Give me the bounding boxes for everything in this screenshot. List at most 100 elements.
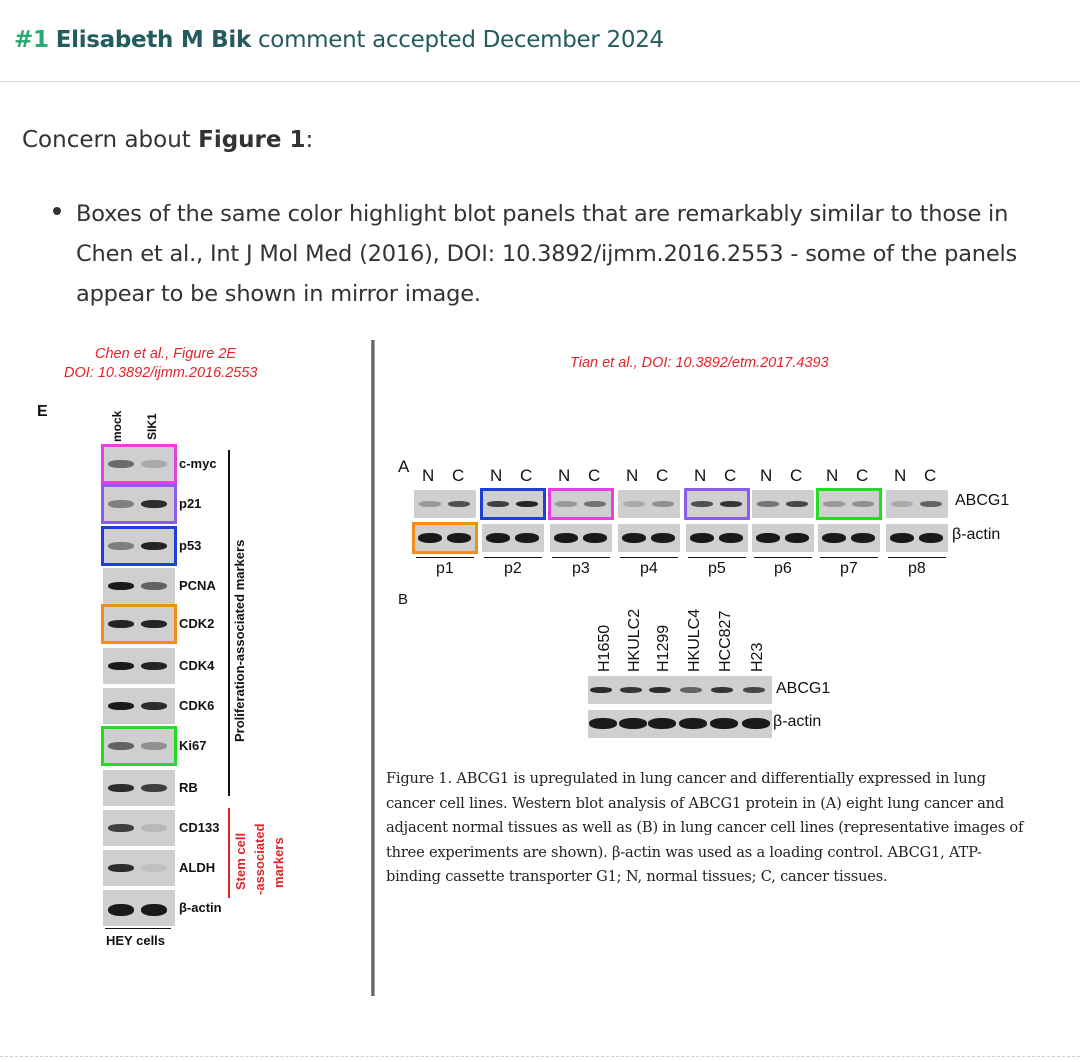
blot-band bbox=[584, 501, 606, 507]
nc-label: C bbox=[856, 466, 869, 485]
nc-label: C bbox=[790, 466, 803, 485]
nc-label: C bbox=[520, 466, 533, 485]
left-source-doi: DOI: 10.3892/ijmm.2016.2553 bbox=[64, 365, 258, 381]
left-highlight-box bbox=[101, 604, 177, 644]
b-label-actin: β-actin bbox=[773, 713, 822, 730]
blot-band bbox=[620, 687, 642, 693]
blot-band bbox=[141, 500, 167, 508]
concern-figure: Figure 1 bbox=[198, 127, 306, 153]
blot-band bbox=[690, 533, 714, 543]
group-bar-proliferation bbox=[228, 450, 230, 796]
blot-band bbox=[649, 687, 671, 693]
blot-band bbox=[920, 501, 942, 507]
blot-band bbox=[141, 662, 167, 670]
concern-suffix: : bbox=[305, 127, 314, 153]
blot-band bbox=[679, 718, 707, 729]
b-label-abcg1: ABCG1 bbox=[776, 680, 831, 697]
blot-band bbox=[141, 784, 167, 792]
blot-band bbox=[141, 582, 167, 590]
nc-label: C bbox=[724, 466, 737, 485]
patient-label: p4 bbox=[640, 560, 658, 577]
blot-band bbox=[141, 620, 167, 628]
nc-label: N bbox=[490, 466, 503, 485]
blot-band bbox=[622, 533, 646, 543]
blot-band bbox=[743, 687, 765, 693]
figure-caption: Figure 1. ABCG1 is upregulated in lung c… bbox=[386, 770, 1024, 885]
blot-band bbox=[583, 533, 607, 543]
blot-band bbox=[623, 501, 645, 507]
comment-header: #1 Elisabeth M Bik comment accepted Dece… bbox=[0, 0, 1080, 82]
left-source-title: Chen et al., Figure 2E bbox=[95, 346, 237, 362]
blot-band bbox=[448, 501, 470, 507]
nc-label: N bbox=[626, 466, 639, 485]
blot-band bbox=[141, 460, 167, 468]
nc-label: N bbox=[558, 466, 571, 485]
blot-band bbox=[554, 533, 578, 543]
left-row-label: CDK6 bbox=[179, 698, 215, 713]
group-bar-stem bbox=[228, 808, 230, 898]
blot-band bbox=[108, 742, 134, 750]
panel-b-letter: B bbox=[398, 591, 409, 608]
group-label-stem-1: Stem cell bbox=[233, 832, 248, 890]
bottom-divider bbox=[0, 1056, 1080, 1057]
cell-line-label: H23 bbox=[749, 642, 766, 672]
blot-band bbox=[589, 718, 617, 729]
left-row-label: p53 bbox=[179, 538, 202, 553]
patient-label: p8 bbox=[908, 560, 926, 577]
blot-band bbox=[652, 501, 674, 507]
concern-prefix: Concern about bbox=[22, 127, 199, 153]
blot-band bbox=[651, 533, 675, 543]
a-highlight-box bbox=[684, 488, 750, 520]
patient-rule bbox=[754, 557, 812, 558]
comment-author[interactable]: Elisabeth M Bik bbox=[55, 27, 252, 53]
blot-band bbox=[515, 533, 539, 543]
blot-band bbox=[719, 533, 743, 543]
blot-band bbox=[108, 904, 134, 916]
blot-band bbox=[919, 533, 943, 543]
patient-label: p6 bbox=[774, 560, 792, 577]
blot-band bbox=[757, 501, 779, 507]
blot-band bbox=[890, 533, 914, 543]
blot-band bbox=[720, 501, 742, 507]
blot-band bbox=[108, 702, 134, 710]
blot-band bbox=[141, 702, 167, 710]
blot-band bbox=[108, 662, 134, 670]
blot-band bbox=[486, 533, 510, 543]
a-label-abcg1: ABCG1 bbox=[955, 492, 1010, 509]
nc-label: N bbox=[760, 466, 773, 485]
comment-number[interactable]: #1 bbox=[14, 27, 49, 53]
blot-band bbox=[891, 501, 913, 507]
patient-label: p7 bbox=[840, 560, 858, 577]
blot-band bbox=[786, 501, 808, 507]
blot-band bbox=[447, 533, 471, 543]
patient-label: p3 bbox=[572, 560, 590, 577]
blot-band bbox=[141, 864, 167, 872]
blot-band bbox=[108, 824, 134, 832]
left-row-label: CDK2 bbox=[179, 616, 215, 631]
nc-label: C bbox=[656, 466, 669, 485]
left-highlight-box bbox=[101, 444, 177, 484]
left-row-label: Ki67 bbox=[179, 738, 207, 753]
cell-line-label: HKULC4 bbox=[686, 608, 703, 672]
blot-band bbox=[785, 533, 809, 543]
nc-label: C bbox=[924, 466, 937, 485]
nc-label: N bbox=[694, 466, 707, 485]
left-row-label: CDK4 bbox=[179, 658, 215, 673]
bullet-text: Boxes of the same color highlight blot p… bbox=[76, 201, 1018, 307]
blot-band bbox=[516, 501, 538, 507]
left-row-label: CD133 bbox=[179, 820, 220, 835]
left-panel-letter: E bbox=[37, 403, 48, 420]
blot-band bbox=[108, 582, 134, 590]
cell-line-label: H1299 bbox=[655, 624, 672, 672]
left-highlight-box bbox=[101, 526, 177, 566]
a-highlight-box bbox=[480, 488, 546, 520]
blot-band bbox=[648, 718, 676, 729]
blot-band bbox=[141, 904, 167, 916]
blot-band bbox=[141, 542, 167, 550]
left-row-label: p21 bbox=[179, 496, 202, 511]
blot-band bbox=[108, 864, 134, 872]
blot-band bbox=[851, 533, 875, 543]
blot-band bbox=[141, 824, 167, 832]
blot-band bbox=[108, 460, 134, 468]
group-label-proliferation: Proliferation-associated markers bbox=[232, 539, 247, 742]
